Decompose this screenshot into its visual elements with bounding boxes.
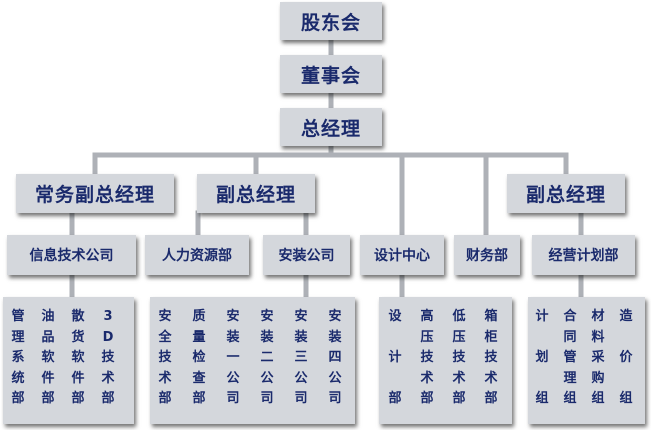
group-install-company-1: 安 装 一 公 司	[226, 309, 240, 406]
install-company-label: 安装公司	[278, 248, 335, 264]
group-high-voltage-tech: 高 压 技 术 部	[420, 309, 434, 406]
group-install-company-4: 安 装 四 公 司	[328, 309, 342, 406]
group-contract-management: 合 同 管 理 组	[563, 309, 577, 406]
planning-department-label: 经营计划部	[548, 248, 619, 264]
group-install-company-3: 安 装 三 公 司	[294, 309, 308, 406]
finance-department-box: 财务部	[454, 235, 520, 275]
group-install-company-2: 安 装 二 公 司	[260, 309, 274, 406]
group-cost-estimation: 造 价 组	[619, 309, 633, 406]
group-planning: 计 划 组	[535, 309, 549, 406]
info-tech-company-box: 信息技术公司	[7, 235, 136, 275]
hr-department-label: 人力资源部	[162, 248, 232, 264]
group-quality-inspection: 质 量 检 查 部	[192, 309, 206, 406]
planning-department-box: 经营计划部	[532, 235, 635, 275]
finance-department-label: 财务部	[466, 248, 508, 264]
vp-b-label: 副总经理	[525, 184, 606, 206]
vp-a-box: 副总经理	[197, 174, 315, 213]
shareholders-label: 股东会	[300, 11, 361, 34]
board-box: 董事会	[280, 55, 382, 93]
group-safety-tech: 安 全 技 术 部	[158, 309, 172, 406]
design-center-label: 设计中心	[374, 248, 430, 264]
group-low-voltage-tech: 低 压 技 术 部	[452, 309, 466, 406]
group-management-systems: 管 理 系 统 部	[11, 309, 25, 406]
general-manager-box: 总经理	[280, 108, 382, 146]
design-groups-panel: 设 计 部 高 压 技 术 部 低 压 技 术 部 箱 柜 技 术 部	[379, 297, 512, 424]
vp-b-box: 副总经理	[507, 174, 625, 213]
board-label: 董事会	[300, 64, 361, 87]
info-tech-groups-panel: 管 理 系 统 部 油 品 软 件 部 散 货 软 件 部 3 D 技 术 部	[3, 297, 134, 424]
shareholders-box: 股东会	[280, 2, 382, 40]
executive-vp-box: 常务副总经理	[16, 174, 174, 213]
group-oil-software: 油 品 软 件 部	[41, 309, 55, 406]
group-material-procurement: 材 料 采 购 组	[591, 309, 605, 406]
group-bulk-cargo-software: 散 货 软 件 部	[71, 309, 85, 406]
planning-groups-panel: 计 划 组 合 同 管 理 组 材 料 采 购 组 造 价 组	[528, 297, 645, 424]
hr-department-box: 人力资源部	[145, 235, 249, 275]
group-cabinet-tech: 箱 柜 技 术 部	[484, 309, 498, 406]
install-company-box: 安装公司	[263, 235, 350, 275]
group-3d-tech: 3 D 技 术 部	[101, 309, 115, 406]
group-design: 设 计 部	[388, 309, 402, 406]
info-tech-company-label: 信息技术公司	[29, 248, 114, 264]
install-groups-panel: 安 全 技 术 部 质 量 检 查 部 安 装 一 公 司 安 装 二 公 司 …	[150, 297, 355, 424]
executive-vp-label: 常务副总经理	[34, 184, 155, 206]
vp-a-label: 副总经理	[215, 184, 296, 206]
general-manager-label: 总经理	[300, 117, 361, 140]
design-center-box: 设计中心	[360, 235, 444, 275]
